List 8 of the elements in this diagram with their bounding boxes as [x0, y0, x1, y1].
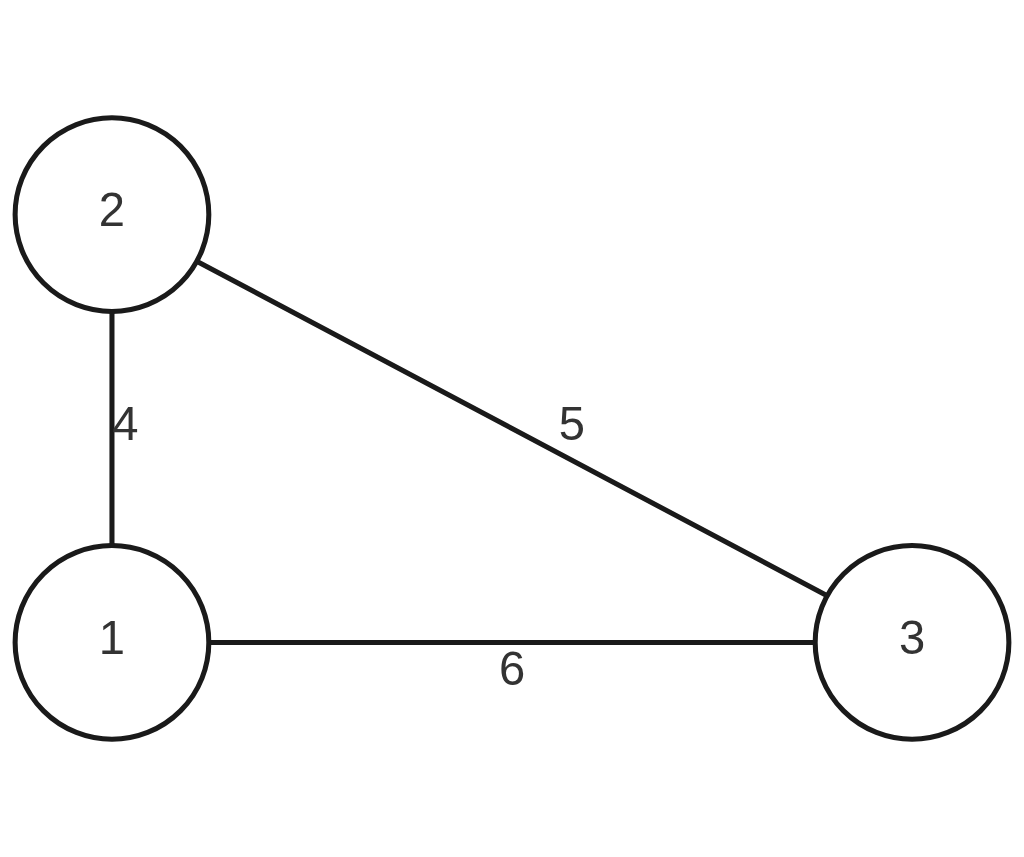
connector: [195, 259, 829, 598]
node-circle: 1: [12, 543, 212, 742]
connector: [209, 639, 815, 645]
node-circle: 3: [812, 543, 1012, 742]
connector: [109, 311, 115, 546]
edge-label: 5: [558, 397, 585, 451]
node-circle: 2: [12, 115, 212, 314]
edge-label: 6: [498, 642, 526, 696]
